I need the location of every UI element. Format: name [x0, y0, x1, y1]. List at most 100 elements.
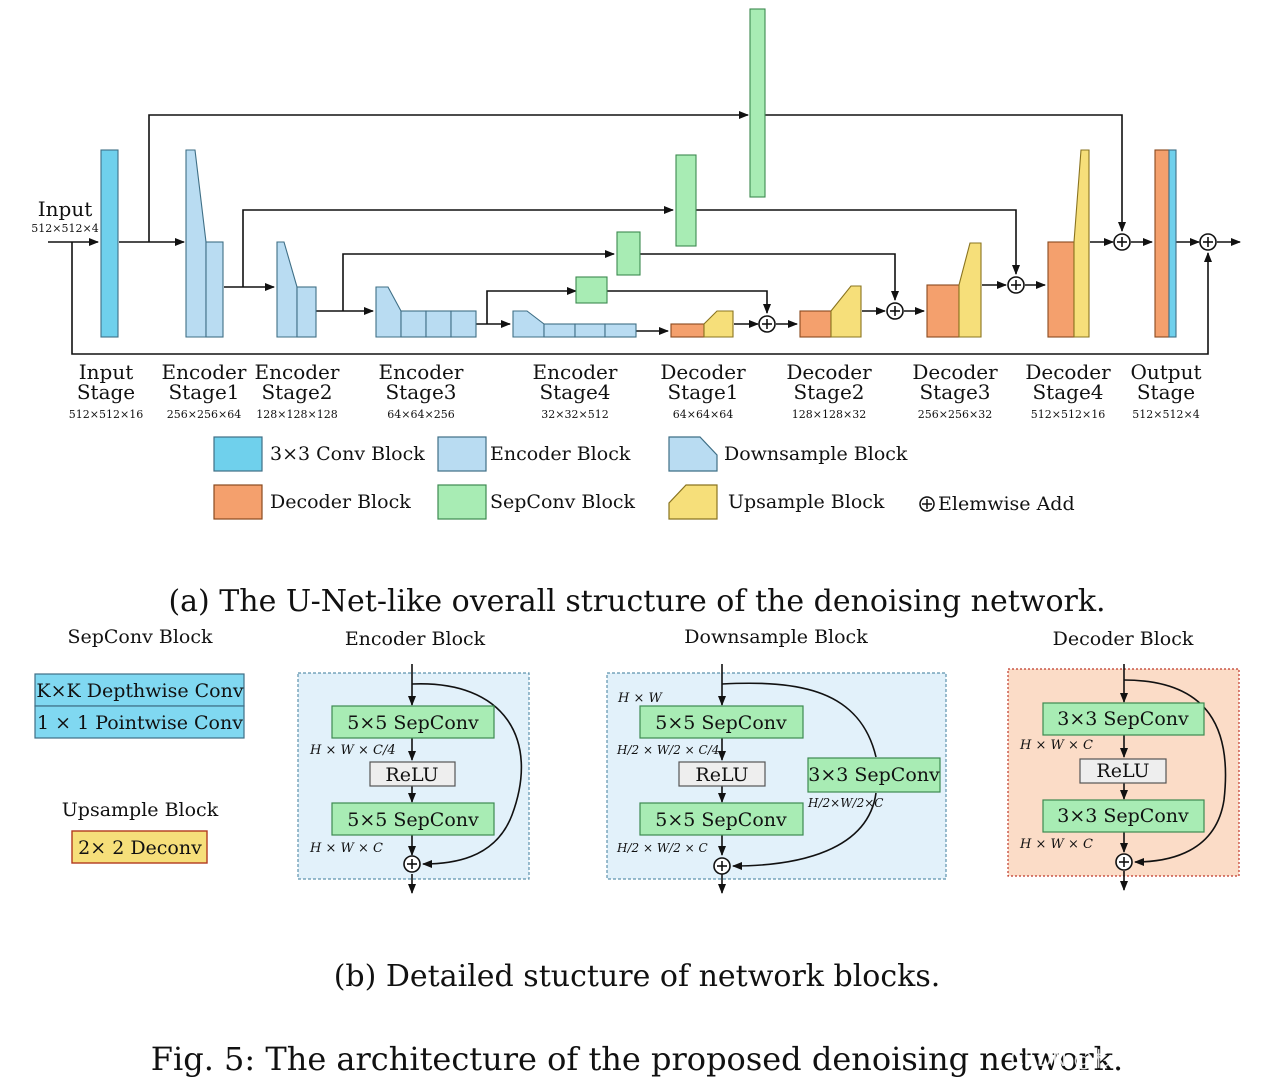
add-node-1 — [758, 315, 776, 333]
decoder-detail-dim1: H × W × C — [1019, 738, 1093, 753]
stage-9-dims: 512×512×4 — [1132, 408, 1199, 421]
input-stage-conv-block — [100, 149, 119, 338]
encoder2-encoder-block — [296, 286, 317, 338]
decoder-detail: Decoder Block 3×3 SepConv ReLU 3×3 SepCo… — [1007, 628, 1240, 891]
encoder3-encoder-block-3 — [450, 310, 477, 338]
stage-1-line1: Encoder — [162, 360, 247, 384]
stage-2-line1: Encoder — [255, 360, 340, 384]
stage-7-dims: 256×256×32 — [918, 408, 992, 421]
encoder4-encoder-block-1 — [543, 323, 576, 338]
legend-sepconv-swatch — [437, 484, 487, 520]
stage-6-line2: Stage2 — [793, 380, 864, 404]
decoder-detail-add-icon — [1115, 853, 1133, 871]
stage-4-line2: Stage4 — [539, 380, 610, 404]
elemwise-add-nodes — [758, 233, 1217, 333]
downsample-detail-dim2: H/2 × W/2 × C — [616, 841, 708, 855]
stage-1-dims: 256×256×64 — [167, 408, 241, 421]
encoder4-downsample-block — [512, 310, 545, 338]
stage-7-line1: Decoder — [912, 360, 998, 384]
stage-3-dims: 64×64×256 — [387, 408, 454, 421]
sepconv-block-1 — [575, 276, 608, 304]
decoder1-upsample-block — [703, 310, 734, 338]
legend-downsample-label: Downsample Block — [724, 443, 908, 465]
decoder-detail-relu: ReLU — [1096, 760, 1149, 782]
caption-b: (b) Detailed stucture of network blocks. — [334, 959, 941, 994]
downsample-detail-conv2: 5×5 SepConv — [655, 809, 787, 831]
legend-encoder-label: Encoder Block — [490, 443, 631, 465]
encoder-detail-title: Encoder Block — [345, 628, 486, 650]
sepconv-detail-row2: 1 × 1 Pointwise Conv — [37, 712, 243, 734]
downsample-detail-dim0: H × W — [617, 691, 663, 706]
legend-conv-label: 3×3 Conv Block — [270, 443, 425, 465]
stage-6-dims: 128×128×32 — [792, 408, 866, 421]
encoder-detail-dim2: H × W × C — [309, 841, 383, 856]
decoder3-upsample-block — [958, 242, 982, 338]
sepconv-block-3 — [675, 154, 697, 247]
stage-8-line1: Decoder — [1025, 360, 1111, 384]
stage-5-dims: 64×64×64 — [673, 408, 733, 421]
input-label: Input — [38, 197, 93, 221]
legend: 3×3 Conv Block Encoder Block Downsample … — [213, 436, 1075, 520]
downsample-detail-title: Downsample Block — [684, 626, 868, 648]
stage-9-line1: Output — [1130, 360, 1201, 384]
upsample-detail-row1: 2× 2 Deconv — [78, 837, 202, 859]
stage-3-line2: Stage3 — [385, 380, 456, 404]
stage-labels: Input Stage 512×512×16 Encoder Stage1 25… — [69, 360, 1202, 421]
stage-6-line1: Decoder — [786, 360, 872, 384]
sepconv-detail-title: SepConv Block — [67, 626, 213, 648]
downsample-detail-add-icon — [713, 857, 731, 875]
decoder1-decoder-block — [670, 323, 705, 338]
encoder-detail-conv2: 5×5 SepConv — [347, 809, 479, 831]
stage-5-line2: Stage1 — [667, 380, 738, 404]
decoder-detail-conv1: 3×3 SepConv — [1057, 708, 1189, 730]
upsample-detail-title: Upsample Block — [62, 799, 219, 821]
sepconv-detail-row1: K×K Depthwise Conv — [36, 680, 243, 702]
add-node-3 — [1007, 276, 1025, 294]
stage-3-line1: Encoder — [379, 360, 464, 384]
downsample-detail-dim3: H/2×W/2×C — [807, 796, 883, 810]
input-dims: 512×512×4 — [31, 222, 98, 235]
downsample-detail-relu: ReLU — [695, 764, 748, 786]
stage-5-line1: Decoder — [660, 360, 746, 384]
decoder4-upsample-block — [1073, 149, 1090, 338]
encoder-detail-add-icon — [403, 855, 421, 873]
stage-0-line2: Stage — [77, 380, 135, 404]
legend-upsample-label: Upsample Block — [728, 491, 885, 513]
encoder2-downsample-block — [276, 241, 298, 338]
stage-9-line2: Stage — [1137, 380, 1195, 404]
add-node-2 — [886, 302, 904, 320]
encoder1-encoder-block — [205, 241, 224, 338]
encoder3-encoder-block-2 — [425, 310, 452, 338]
stage-8-line2: Stage4 — [1032, 380, 1103, 404]
blocks — [100, 8, 1177, 338]
stage-7-line2: Stage3 — [919, 380, 990, 404]
encoder-detail-conv1: 5×5 SepConv — [347, 712, 479, 734]
encoder1-downsample-block — [185, 149, 207, 338]
decoder2-upsample-block — [830, 285, 862, 338]
encoder-detail-dim1: H × W × C/4 — [309, 743, 396, 758]
stage-4-line1: Encoder — [533, 360, 618, 384]
legend-sepconv-label: SepConv Block — [490, 491, 636, 513]
sepconv-block-2 — [616, 231, 641, 276]
output-decoder-block — [1154, 149, 1170, 338]
sepconv-detail: SepConv Block K×K Depthwise Conv 1 × 1 P… — [34, 626, 245, 864]
sepconv-block-4 — [749, 8, 766, 198]
watermark-line2: CSDN @杉洲抿嘴的薯片 — [1010, 1047, 1233, 1071]
stage-2-line2: Stage2 — [261, 380, 332, 404]
decoder-detail-dim2: H × W × C — [1019, 837, 1093, 852]
stage-4-dims: 32×32×512 — [541, 408, 608, 421]
decoder2-decoder-block — [799, 310, 832, 338]
downsample-detail-dim1: H/2 × W/2 × C/4 — [616, 743, 719, 757]
decoder-detail-title: Decoder Block — [1053, 628, 1194, 650]
stage-2-dims: 128×128×128 — [256, 408, 337, 421]
legend-upsample-swatch — [668, 484, 718, 520]
add-node-4 — [1113, 233, 1131, 251]
stage-8-dims: 512×512×16 — [1031, 408, 1105, 421]
encoder3-encoder-block-1 — [400, 310, 427, 338]
legend-decoder-swatch — [213, 484, 263, 520]
stage-0-dims: 512×512×16 — [69, 408, 143, 421]
legend-downsample-swatch — [668, 436, 718, 472]
figure-caption: Fig. 5: The architecture of the proposed… — [151, 1040, 1123, 1078]
legend-add-label: Elemwise Add — [938, 493, 1075, 515]
